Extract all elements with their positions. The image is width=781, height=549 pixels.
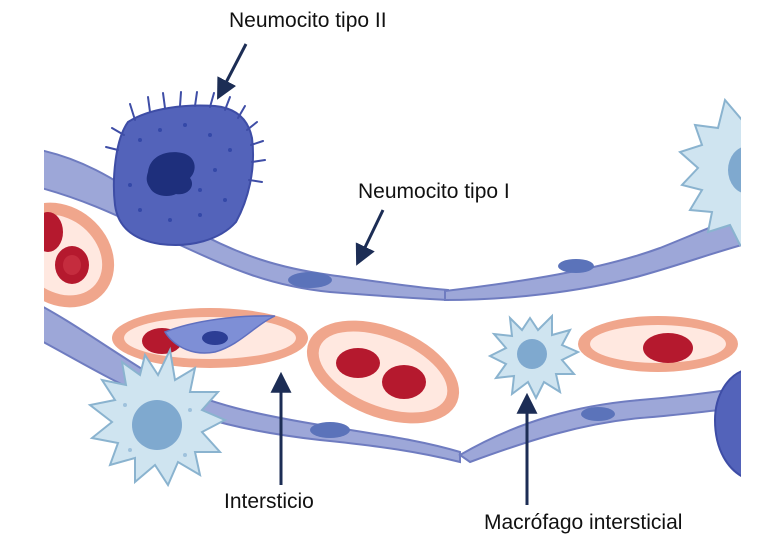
type1-cell-lower-right xyxy=(458,387,741,464)
type1-pointer-arrow xyxy=(355,209,385,266)
label-type1-pneumocyte: Neumocito tipo I xyxy=(358,180,510,203)
type1-nucleus xyxy=(288,272,332,288)
type2-pneumocyte xyxy=(105,91,266,246)
macrophage-bottom-left xyxy=(87,346,228,488)
capillary-center-left xyxy=(112,308,308,368)
type2-pointer-arrow xyxy=(217,43,248,100)
type2-pneumocyte-fragment xyxy=(713,370,741,477)
capillary-center xyxy=(306,320,460,424)
label-interstitium: Intersticio xyxy=(224,490,314,513)
red-blood-cell xyxy=(44,212,63,252)
red-blood-cell xyxy=(336,348,380,378)
macrophage-top-right xyxy=(678,97,741,247)
type1-nucleus xyxy=(581,407,615,421)
type1-nucleus xyxy=(558,259,594,273)
capillary-right xyxy=(578,316,738,372)
macrophage-center xyxy=(487,313,581,401)
label-type2-pneumocyte: Neumocito tipo II xyxy=(229,9,387,32)
capillary-left xyxy=(44,202,115,308)
red-blood-cell xyxy=(643,333,693,363)
type1-nucleus xyxy=(310,422,350,438)
label-interstitial-macrophage: Macrófago intersticial xyxy=(484,511,683,534)
red-blood-cell xyxy=(382,365,426,399)
